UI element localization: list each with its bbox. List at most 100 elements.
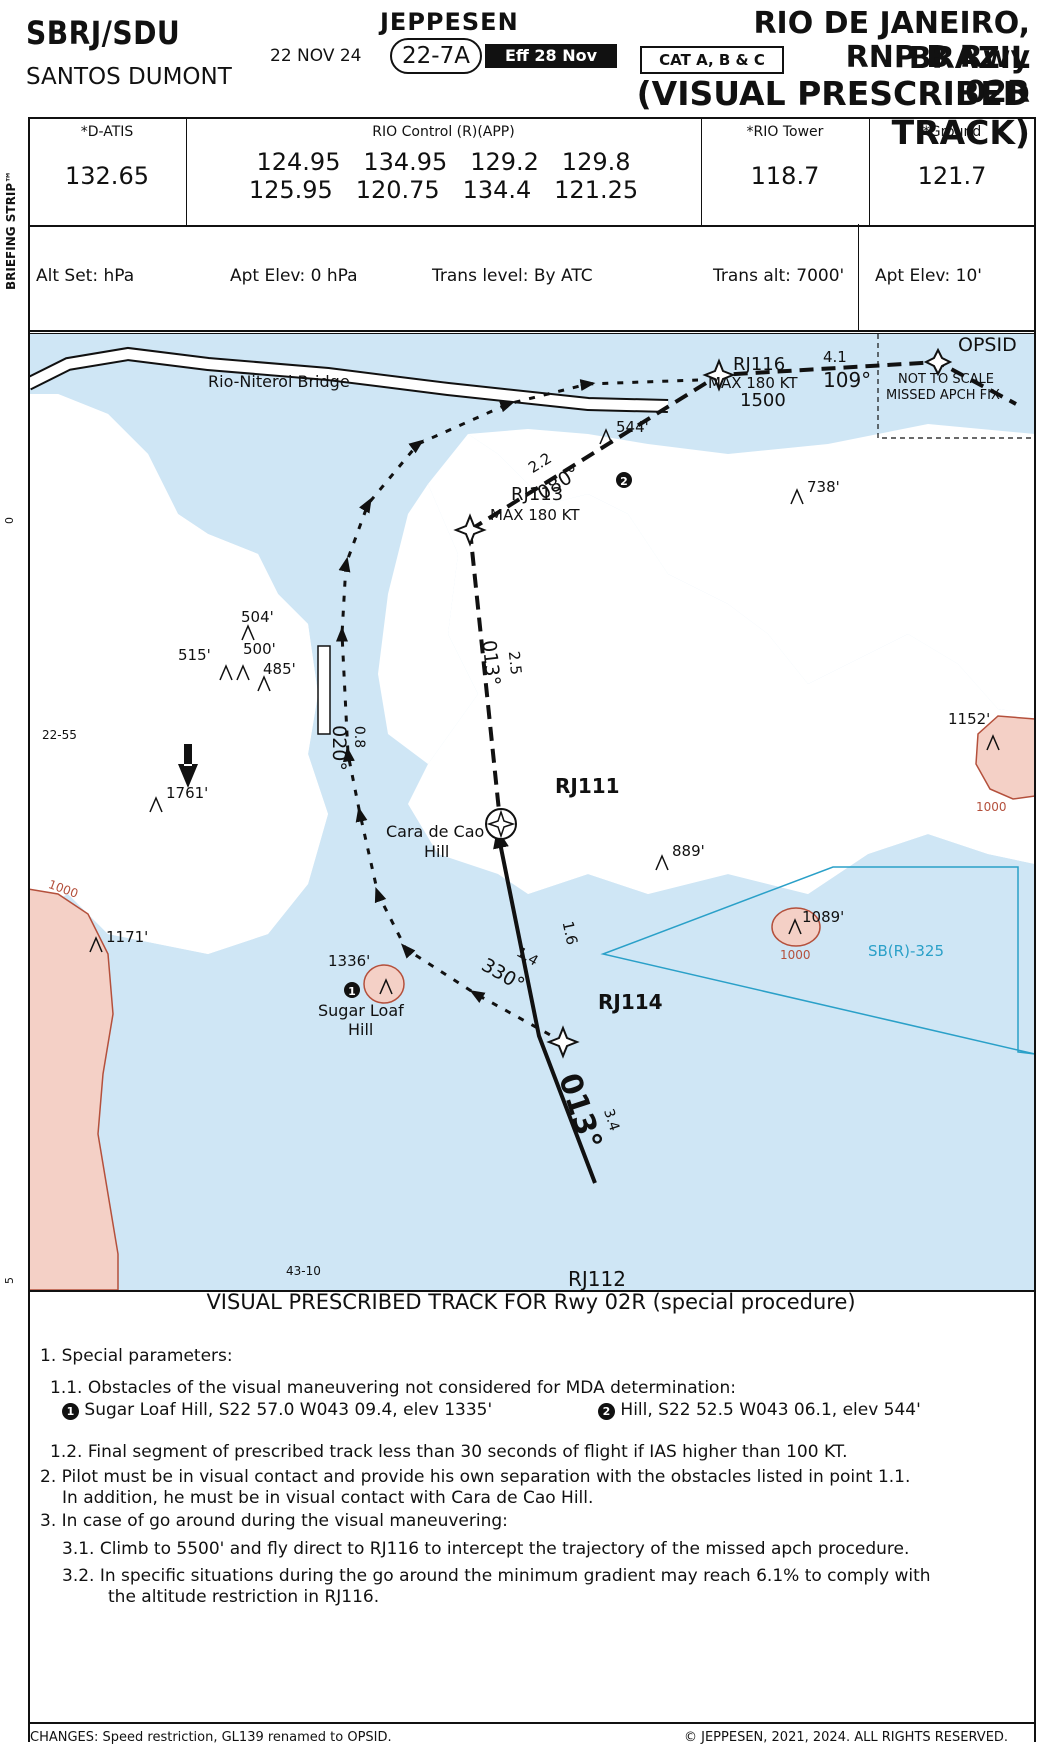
airport-name: SANTOS DUMONT — [26, 64, 232, 90]
publisher-logo: JEPPESEN — [380, 8, 519, 36]
contour-label-1089: 1000 — [780, 948, 811, 962]
obstacle-504-label: 504' — [241, 608, 274, 626]
note-1-1-a: 1 Sugar Loaf Hill, S22 57.0 W043 09.4, e… — [62, 1400, 492, 1420]
obstacle-icon-544 — [599, 428, 613, 445]
notes-title: VISUAL PRESCRIBED TRACK FOR Rwy 02R (spe… — [206, 1290, 856, 1314]
altimeter-row: Alt Set: hPa Apt Elev: 0 hPa Trans level… — [28, 224, 1035, 332]
fix-rj116-symbol — [702, 358, 736, 392]
fix-rj113-symbol — [453, 513, 487, 547]
latitude-label: 22-55 — [42, 728, 77, 742]
obstacle-icon-1171 — [89, 936, 103, 953]
sugar-loaf-label-2: Hill — [348, 1020, 374, 1039]
datis-frequency: 132.65 — [65, 162, 149, 190]
leg-111-113-course: 013° — [477, 639, 505, 687]
briefing-strip-label: BRIEFING STRIP™ — [4, 150, 24, 290]
note-3-2-b: the altitude restriction in RJ116. — [108, 1587, 380, 1607]
obstacle-515-label: 515' — [178, 646, 211, 664]
note-1-1-b: 2 Hill, S22 52.5 W043 06.1, elev 544' — [598, 1400, 921, 1420]
obstacle-marker-1 — [344, 982, 360, 998]
marker-1-text: 1 — [348, 985, 356, 998]
fix-rj116-label: RJ116 — [733, 354, 786, 375]
left-border — [28, 117, 30, 1742]
city-title: RIO DE JANEIRO, BRAZIL — [753, 6, 1030, 76]
aircraft-categories: CAT A, B & C — [640, 46, 784, 74]
fix-rj111-star — [486, 809, 516, 839]
control-frequencies-row1: 124.95 134.95 129.2 129.8 — [256, 148, 631, 176]
obstacle-544-label: 544' — [616, 418, 649, 436]
terrain-1089 — [771, 907, 821, 947]
alt-divider — [858, 224, 859, 330]
ground-label: *Ground — [922, 124, 982, 140]
apt-elev-hpa: Apt Elev: 0 hPa — [230, 266, 358, 286]
obstacle-icon-504 — [241, 624, 255, 641]
not-to-scale-label: NOT TO SCALE — [898, 372, 995, 387]
visual-final-course: 020° — [327, 725, 350, 771]
obstacle-icon-1336 — [379, 978, 393, 995]
land-area — [28, 394, 328, 954]
note-2-a: 2. Pilot must be in visual contact and p… — [40, 1467, 911, 1487]
contour-label-east: 1000 — [976, 800, 1007, 814]
visual-track — [335, 378, 699, 1044]
note-1-1: 1.1. Obstacles of the visual maneuvering… — [50, 1378, 736, 1398]
airport-ids: SBRJ/SDU — [26, 14, 181, 52]
obstacle-1336-label: 1336' — [328, 952, 371, 970]
note-1-1-b-text: Hill, S22 52.5 W043 06.1, elev 544' — [620, 1400, 921, 1420]
bridge-label: Rio-Niteroi Bridge — [208, 372, 350, 391]
obstacle-500-label: 500' — [243, 640, 276, 658]
obstacle-symbols — [89, 428, 1000, 995]
visual-final-distance: 0.8 — [351, 725, 368, 749]
plan-view-map: 1 2 Rio-Niteroi Bridge NOT TO SCALE MISS… — [3, 333, 1035, 1292]
obstacle-icon-500 — [236, 664, 250, 681]
procedure-title: RNP B Rwy 02R — [845, 40, 1030, 110]
longitude-label: 43-10 — [286, 1264, 321, 1278]
communications-table: *D-ATIS 132.65 RIO Control (R)(APP) 124.… — [28, 117, 1035, 227]
obstacle-icon-1089 — [788, 918, 802, 935]
ground-frequency: 121.7 — [917, 162, 987, 190]
procedure-subtitle: (VISUAL PRESCRIBED TRACK) — [636, 74, 1030, 152]
note-1-1-a-text: Sugar Loaf Hill, S22 57.0 W043 09.4, ele… — [84, 1400, 493, 1420]
bottom-border — [28, 1722, 1036, 1724]
marker-1-badge: 1 — [62, 1403, 79, 1420]
trans-alt: Trans alt: 7000' — [713, 266, 845, 286]
leg-opsid-distance: 4.1 — [823, 348, 847, 366]
chart-number: 22-7A — [390, 38, 482, 74]
marker-2-text: 2 — [620, 475, 628, 488]
fix-rj113-label: RJ113 — [511, 484, 564, 505]
obstacle-1152-label: 1152' — [948, 710, 991, 728]
not-to-scale-box — [877, 334, 1035, 439]
obstacle-738-label: 738' — [807, 478, 840, 496]
note-3-1: 3.1. Climb to 5500' and fly direct to RJ… — [62, 1539, 910, 1559]
obstacle-marker-2 — [616, 472, 632, 488]
note-3: 3. In case of go around during the visua… — [40, 1511, 508, 1531]
control-cell: RIO Control (R)(APP) 124.95 134.95 129.2… — [186, 119, 702, 225]
obstacle-icon-1152 — [986, 734, 1000, 751]
control-frequencies-row2: 125.95 120.75 134.4 121.25 — [248, 176, 639, 204]
control-label: RIO Control (R)(APP) — [372, 124, 515, 140]
note-3-2-a: 3.2. In specific situations during the g… — [62, 1566, 931, 1586]
note-1-2: 1.2. Final segment of prescribed track l… — [50, 1442, 848, 1462]
obstacle-icon-485 — [257, 675, 271, 692]
plan-view-svg: 1 2 — [28, 334, 1035, 1290]
alt-set: Alt Set: hPa — [36, 266, 135, 286]
obstacle-485-label: 485' — [263, 660, 296, 678]
sugar-loaf-label: Sugar Loaf — [318, 1001, 404, 1020]
land-area-southeast — [528, 764, 1035, 894]
land-area-east — [468, 424, 1035, 714]
datis-cell: *D-ATIS 132.65 — [28, 119, 187, 225]
changes-note: CHANGES: Speed restriction, GL139 rename… — [30, 1730, 392, 1745]
leg-111-113-distance: 2.5 — [504, 650, 526, 676]
leg-opsid-course: 109° — [823, 368, 872, 392]
fix-rj114-label: RJ114 — [598, 990, 663, 1014]
missed-apch-fix-label: MISSED APCH FIX — [886, 388, 1000, 403]
rj113-speed: MAX 180 KT — [490, 506, 580, 524]
obstacle-icon-515 — [219, 664, 233, 681]
restricted-airspace — [600, 866, 1035, 1055]
marker-2-badge: 2 — [598, 1403, 615, 1420]
obstacle-1089-label: 1089' — [802, 908, 845, 926]
tower-label: *RIO Tower — [746, 124, 824, 140]
cara-de-cao-label: Cara de Cao — [386, 822, 485, 841]
right-border — [1034, 117, 1036, 1742]
cara-de-cao-label-2: Hill — [424, 842, 450, 861]
note-1: 1. Special parameters: — [40, 1346, 233, 1366]
notes-section: VISUAL PRESCRIBED TRACK FOR Rwy 02R (spe… — [28, 1290, 1034, 1710]
